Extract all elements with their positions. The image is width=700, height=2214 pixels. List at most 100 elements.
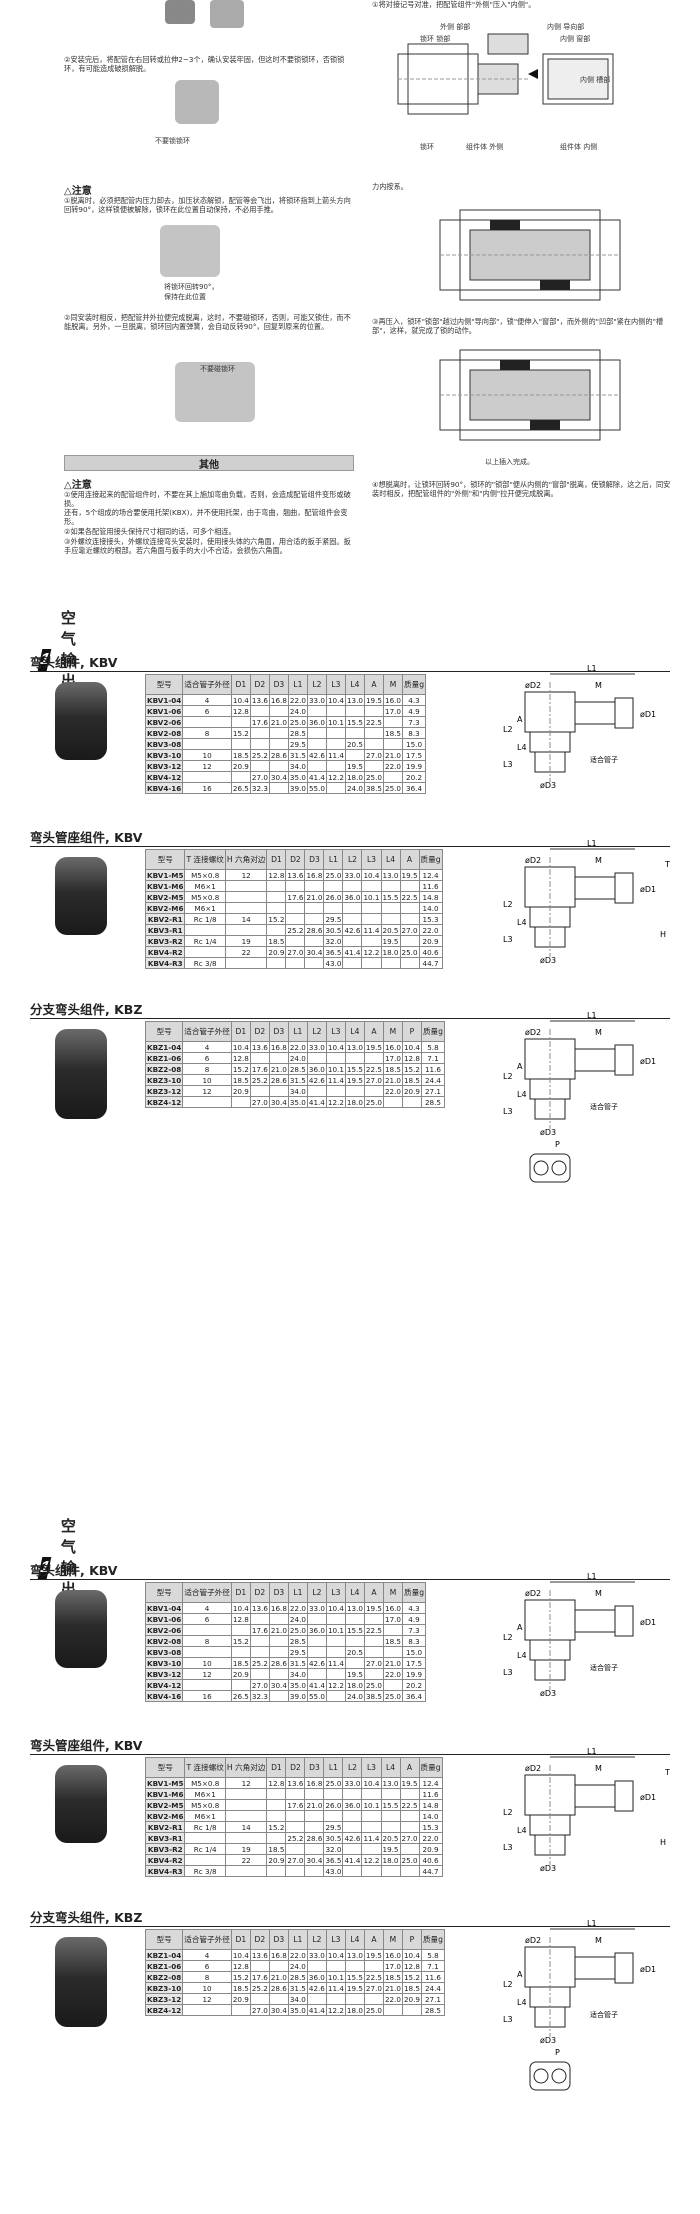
block2-kbvr-cell: 12.2 bbox=[361, 1854, 382, 1866]
block1-kbvr-cell: 13.6 bbox=[285, 869, 306, 881]
block2-kbv-header-cell: L3 bbox=[325, 1582, 346, 1603]
block2-kbvr-cell: Rc 1/4 bbox=[184, 1843, 226, 1855]
block1-kbz-cell: 5.8 bbox=[420, 1041, 445, 1053]
no-lock-label: 不要锁锁环 bbox=[155, 137, 190, 145]
block1-kbz-cell bbox=[325, 1052, 346, 1064]
block1-kbv-header-cell: D3 bbox=[268, 674, 289, 695]
block1-kbz-cell: 28.6 bbox=[268, 1074, 289, 1086]
block1-kbv-cell bbox=[182, 716, 232, 728]
block1-kbv-label-D1: øD1 bbox=[640, 710, 656, 719]
block2-kbv-cell: 16 bbox=[182, 1690, 232, 1702]
block1-kbz-label-P: P bbox=[555, 1140, 560, 1149]
block1-kbvr-title: 弯头管座组件, KBV bbox=[30, 827, 670, 847]
block2-kbv-label-M: M bbox=[595, 1589, 602, 1598]
block1-kbv-header-cell: L4 bbox=[344, 674, 365, 695]
block1-kbz-port-1 bbox=[533, 1160, 549, 1176]
block2-kbv-cell: 24.0 bbox=[287, 1613, 308, 1625]
block2-kbv-label-D2: øD2 bbox=[525, 1589, 541, 1598]
block2-kbvr-header-cell: D3 bbox=[304, 1757, 325, 1778]
block1-kbvr-cell bbox=[285, 880, 306, 892]
block2-kbvr-cell bbox=[266, 1788, 287, 1800]
block1-kbv-cell: 42.6 bbox=[306, 749, 327, 761]
block1-kbz-cell: 10 bbox=[182, 1074, 232, 1086]
block1-kbvr-cell bbox=[224, 880, 268, 892]
block2-kbvr-cell: 10.4 bbox=[361, 1777, 382, 1789]
block1-kbv-tube-shape bbox=[614, 697, 634, 729]
block1-kbvr-cell: 20.9 bbox=[266, 946, 287, 958]
block2-kbz-label-A: A bbox=[517, 1970, 523, 1979]
block1-kbvr-label-L3: L3 bbox=[503, 935, 513, 944]
block1-kbvr-cell: 18.5 bbox=[266, 935, 287, 947]
block1-kbz-cell: 17.0 bbox=[382, 1052, 403, 1064]
block2-kbz-cell: 35.0 bbox=[287, 2004, 308, 2016]
block2-kbz-cell: 34.0 bbox=[287, 1993, 308, 2005]
block1-kbvr-cell: 19.5 bbox=[380, 935, 401, 947]
block2-kbv-cell: 19.5 bbox=[344, 1668, 365, 1680]
block1-kbv-cell: 21.0 bbox=[382, 749, 404, 761]
fitting-photo-detach bbox=[175, 362, 255, 422]
block1-kbv-cell bbox=[363, 705, 385, 717]
block2-kbz-cell: 15.5 bbox=[344, 1971, 365, 1983]
block2-kbvr-cell: KBV2-M5 bbox=[144, 1799, 186, 1811]
block2-kbv-cell: 39.0 bbox=[287, 1690, 308, 1702]
block2-kbz-cell: 8 bbox=[182, 1971, 232, 1983]
block1-kbv-header-cell: L2 bbox=[306, 674, 327, 695]
block2-kbvr-cell bbox=[399, 1810, 420, 1822]
block1-kbvr-cell: 15.2 bbox=[266, 913, 287, 925]
block1-kbvr-header-cell: A bbox=[399, 849, 420, 870]
block2-kbvr-cell bbox=[304, 1865, 325, 1877]
block2-kbz-cell: KBZ1-06 bbox=[144, 1960, 184, 1972]
block2-kbv-label-D3: øD3 bbox=[540, 1689, 556, 1698]
block1-kbvr-cell: KBV3-R1 bbox=[144, 924, 186, 936]
block2-kbz-cell: 19.5 bbox=[363, 1949, 384, 1961]
block2-kbvr-cell: 30.4 bbox=[304, 1854, 325, 1866]
block1-kbz-cell: 19.5 bbox=[344, 1074, 365, 1086]
block2-kbz-title: 分支弯头组件, KBZ bbox=[30, 1907, 670, 1927]
block1-kbv-cell: 25.0 bbox=[287, 716, 308, 728]
block2-kbvr-cell bbox=[224, 1788, 268, 1800]
block2-kbz-cell: 21.0 bbox=[382, 1982, 403, 1994]
block2-kbv-cell: 15.2 bbox=[230, 1635, 251, 1647]
block2-kbvr-title: 弯头管座组件, KBV bbox=[30, 1735, 670, 1755]
block2-kbv-cell bbox=[325, 1613, 346, 1625]
block2-kbz-cell bbox=[306, 1960, 327, 1972]
block2-kbz-cell: 18.5 bbox=[230, 1982, 251, 1994]
block1-kbvr-cell bbox=[380, 902, 401, 914]
block1-kbz-cell: 28.5 bbox=[287, 1063, 308, 1075]
block1-kbvr-header-cell: 型号 bbox=[144, 849, 186, 870]
block2-kbv-arm-shape bbox=[574, 1609, 616, 1633]
block2-kbz-cell: 16.8 bbox=[268, 1949, 289, 1961]
block1-kbv-cell bbox=[325, 760, 346, 772]
block2-kbz-cell: 17.0 bbox=[382, 1960, 403, 1972]
other-heading: △注意 bbox=[64, 480, 92, 491]
block1-kbz-cell: 21.0 bbox=[268, 1063, 289, 1075]
block2-kbz-cell: 28.5 bbox=[287, 1971, 308, 1983]
block1-kbvr-cell: 11.6 bbox=[418, 880, 443, 892]
block2-kbvr-cell: 25.0 bbox=[323, 1777, 344, 1789]
block1-kbvr-cell bbox=[342, 880, 363, 892]
block1-kbv-header-cell: 适合管子外径 bbox=[182, 674, 232, 695]
block2-kbz-cell: KBZ3-12 bbox=[144, 1993, 184, 2005]
block1-kbz-cell: 18.5 bbox=[382, 1063, 403, 1075]
block2-kbvr-cell: 16.8 bbox=[304, 1777, 325, 1789]
block1-kbv-cell: 28.6 bbox=[268, 749, 289, 761]
block2-kbv-cell: 20.2 bbox=[402, 1679, 427, 1691]
block1-kbv-cell: KBV4-16 bbox=[144, 782, 184, 794]
block2-kbvr-cell bbox=[304, 1810, 325, 1822]
r-label-locking: 锁环 bbox=[420, 143, 434, 151]
block2-kbz-cell: 10.4 bbox=[401, 1949, 422, 1961]
block1-kbvr-cell bbox=[342, 957, 363, 969]
block2-kbvr-cell bbox=[323, 1810, 344, 1822]
block2-kbv-label-A: A bbox=[517, 1623, 523, 1632]
block2-kbv-cell: 36.0 bbox=[306, 1624, 327, 1636]
block1-kbvr-cell: M5×0.8 bbox=[184, 869, 226, 881]
block2-kbz-cell: 18.5 bbox=[401, 1982, 422, 1994]
block2-kbv-cell: 6 bbox=[182, 1613, 232, 1625]
block2-kbvr-cell: 14 bbox=[224, 1821, 268, 1833]
block1-kbvr-cell bbox=[266, 957, 287, 969]
block1-kbz-header-cell: 质量g bbox=[420, 1021, 445, 1042]
block2-kbv-cell: 41.4 bbox=[306, 1679, 327, 1691]
